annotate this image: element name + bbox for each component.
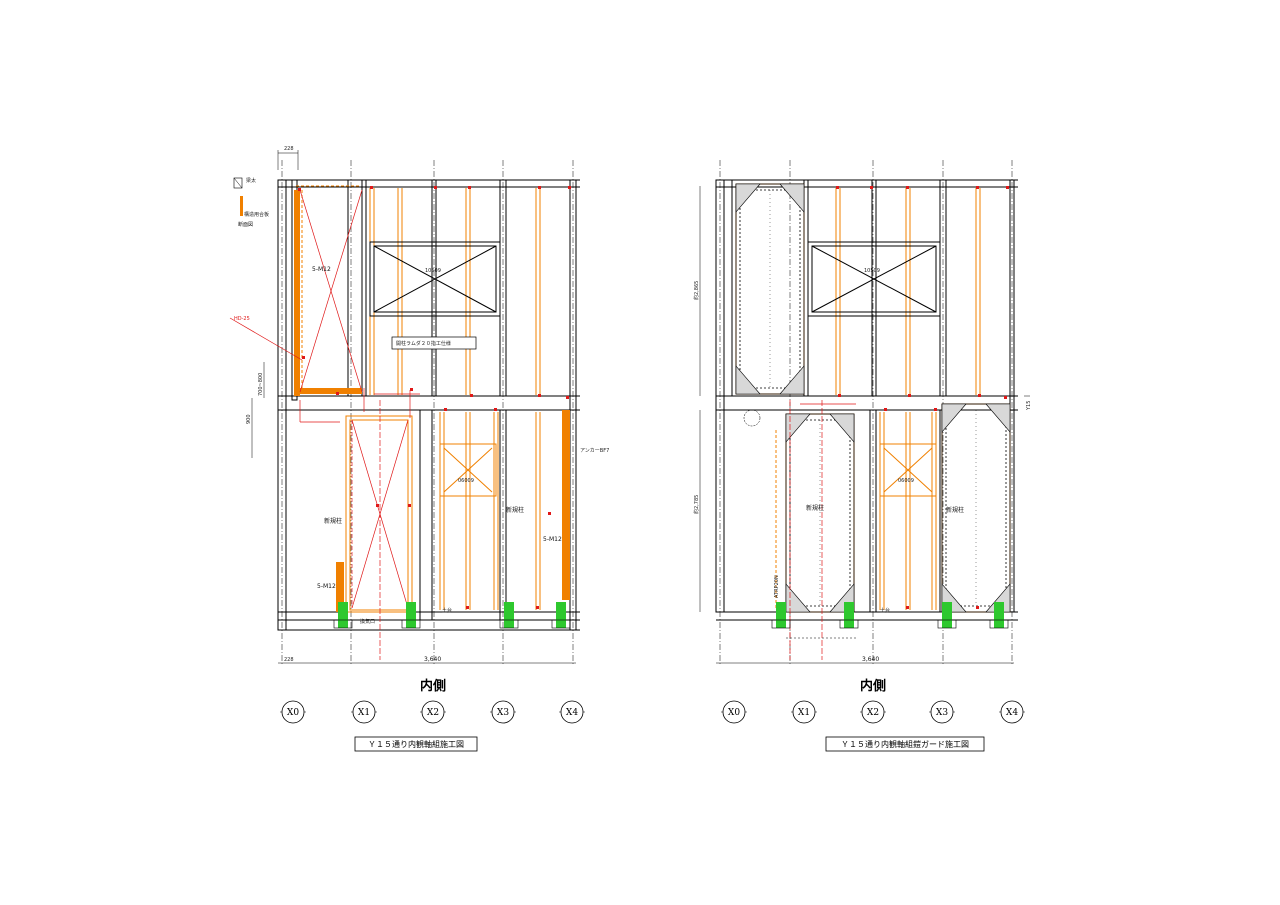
right-guard-panels [735, 183, 1011, 613]
left-label-m12-right: 5-M12 [543, 536, 562, 543]
right-guard-drawing: 3,640 約2,865 約2,785 Y15 10509 06009 新規柱 … [693, 160, 1032, 752]
right-holddowns [776, 602, 1004, 628]
right-axis-mark: Y15 [1026, 401, 1032, 411]
right-dim-upper: 約2,865 [693, 281, 700, 300]
left-label-new-column-1: 新規柱 [324, 517, 342, 525]
svg-text:X4: X4 [566, 708, 578, 718]
left-axis-x0: X0 [280, 700, 306, 724]
right-axis-x3: X3 [929, 700, 955, 724]
right-caption: Ｙ１５通り内観軸組鎧ガード施工図 [841, 739, 969, 749]
right-opening-upper [807, 241, 941, 317]
left-label-upper-brace: 5-M12 [312, 266, 331, 273]
right-dim-lower: 約2,785 [693, 495, 700, 514]
left-braces [294, 190, 570, 612]
left-label-new-column-2: 新規柱 [506, 506, 524, 514]
svg-text:X1: X1 [358, 708, 370, 718]
right-dimensions [699, 186, 1030, 664]
right-inside-label: 内側 [860, 678, 886, 694]
right-dim-total-width: 3,640 [862, 656, 879, 663]
left-framing-drawing: 228 228 3,640 700~800 900 梁太 構造用合板 断面図 H… [229, 146, 609, 752]
left-dim-total-width: 3,640 [424, 656, 441, 663]
right-anchor-marks [836, 186, 1009, 609]
left-studs [296, 185, 541, 613]
left-holddowns [338, 602, 566, 628]
left-axis-bubbles: X0 X1 X2 X3 X4 [280, 700, 585, 724]
right-axis-x4: X4 [999, 700, 1025, 724]
left-label-opening: 10509 [425, 268, 441, 274]
right-label-new-column-2: 新規柱 [946, 506, 964, 514]
left-legend [233, 177, 243, 216]
left-inside-label: 内側 [420, 678, 446, 694]
left-dim-h1: 700~800 [258, 373, 264, 396]
left-label-sill: 土台 [442, 607, 452, 614]
left-foundation-bolts [333, 619, 571, 629]
left-dimensions [251, 150, 576, 664]
right-red-lines [789, 400, 856, 660]
right-caption-box [825, 736, 985, 752]
left-frame [277, 179, 580, 631]
left-caption: Ｙ１５通り内観軸組施工図 [368, 739, 464, 749]
right-label-anchor: ATRP20N [774, 575, 780, 598]
left-caption-box [354, 736, 478, 752]
left-axis-x2: X2 [420, 700, 446, 724]
left-red-note: HD-25 [234, 316, 250, 322]
left-label-anchor-note: アンカーBF7 [580, 448, 609, 454]
svg-text:X4: X4 [1006, 708, 1018, 718]
left-ramda-box [391, 336, 477, 350]
left-label-m12-bottom: 5-M12 [317, 583, 336, 590]
left-label-lower-opening: 06009 [458, 478, 474, 484]
left-label-vent: 換気口 [360, 618, 375, 625]
left-axis-x4: X4 [559, 700, 585, 724]
left-anchor-marks [298, 186, 571, 609]
right-axis-bubbles: X0 X1 X2 X3 X4 [721, 700, 1025, 724]
left-red-braces [229, 189, 420, 660]
right-label-new-column-1: 新規柱 [806, 504, 824, 512]
left-axis-x3: X3 [490, 700, 516, 724]
right-axis-x2: X2 [860, 700, 886, 724]
left-dim-h2: 900 [246, 414, 252, 424]
svg-text:X3: X3 [497, 708, 509, 718]
right-label-opening: 10509 [864, 268, 880, 274]
left-note-beam: 梁太 [246, 177, 256, 184]
svg-text:X3: X3 [936, 708, 948, 718]
left-note-section: 断面図 [238, 221, 253, 228]
svg-text:X0: X0 [728, 708, 740, 718]
left-center-lines [281, 160, 574, 665]
right-axis-x1: X1 [791, 700, 817, 724]
svg-text:X0: X0 [287, 708, 299, 718]
right-foundation-bolts [771, 619, 1009, 639]
right-center-lines [719, 160, 1013, 665]
left-note-plywood: 構造用合板 [244, 211, 269, 218]
right-axis-x0: X0 [721, 700, 747, 724]
svg-text:X1: X1 [798, 708, 810, 718]
left-axis-x1: X1 [351, 700, 377, 724]
left-label-ramda: 開柱ラムダ２０指工仕様 [396, 340, 451, 347]
left-dim-top-offset: 228 [284, 146, 294, 152]
right-label-lower-opening: 06009 [898, 478, 914, 484]
left-dim-bottom-offset: 228 [284, 657, 294, 663]
right-label-sill: 土台 [880, 607, 890, 614]
left-opening-upper [369, 241, 501, 317]
left-opening-lower [443, 447, 493, 493]
svg-text:X2: X2 [867, 708, 879, 718]
svg-text:X2: X2 [427, 708, 439, 718]
